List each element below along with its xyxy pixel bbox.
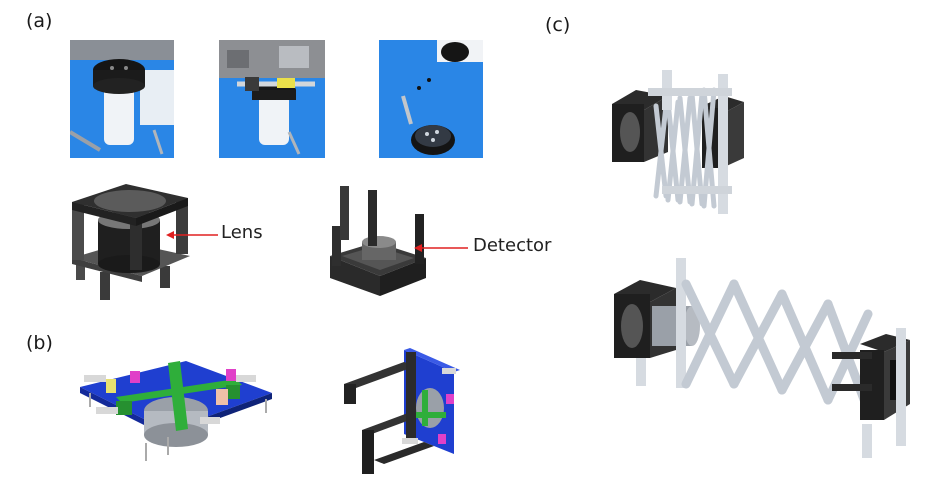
scissor-extended-render: [606, 254, 928, 462]
scissor-compact-render: [606, 66, 752, 216]
detector-callout: Detector: [473, 235, 552, 256]
panel-label-c: (c): [545, 14, 571, 36]
photo-lens-top: [379, 40, 483, 158]
lens-callout: Lens: [221, 222, 263, 243]
detector-assembly-render: [342, 338, 464, 478]
panel-label-b: (b): [26, 332, 53, 354]
photo-lens-housing: [70, 40, 174, 158]
detector-holder-render: [322, 186, 432, 306]
alignment-plate-render: [76, 345, 276, 467]
detector-arrow: [414, 244, 468, 252]
lens-arrow: [166, 231, 218, 239]
photo-caliper-measure: [219, 40, 325, 158]
panel-label-a: (a): [26, 10, 53, 32]
lens-holder-render: [66, 180, 194, 302]
